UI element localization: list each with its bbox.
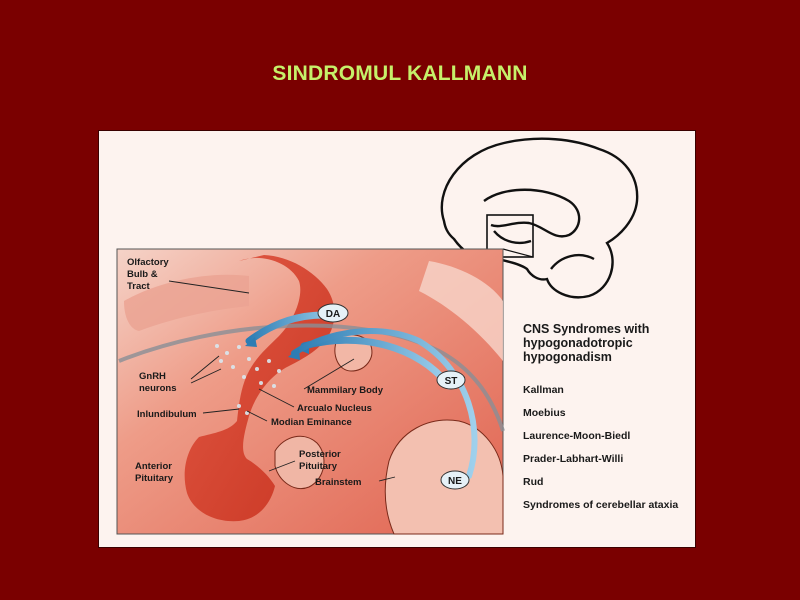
label-posterior-1: Posterior bbox=[299, 449, 341, 460]
syndrome-item: Prader-Labhart-Willi bbox=[523, 453, 623, 465]
svg-text:DA: DA bbox=[326, 309, 340, 320]
label-anterior-2: Pituitary bbox=[135, 473, 174, 484]
label-arcualo-nucleus: Arcualo Nucleus bbox=[297, 403, 372, 414]
syndrome-item: Kallman bbox=[523, 384, 564, 396]
syndromes-heading-3: hypogonadism bbox=[523, 350, 612, 364]
syndrome-item: Laurence-Moon-Biedl bbox=[523, 430, 630, 442]
label-gnrh-2: neurons bbox=[139, 383, 176, 394]
svg-text:NE: NE bbox=[448, 476, 462, 487]
label-olfactory-2: Bulb & bbox=[127, 269, 158, 280]
syndrome-item: Rud bbox=[523, 476, 543, 488]
label-anterior-1: Anterior bbox=[135, 461, 172, 472]
hypothalamus-diagram: DA ST NE Olfactory Bulb & Tract GnRH neu… bbox=[98, 130, 696, 548]
label-modian-eminance: Modian Eminance bbox=[271, 417, 352, 428]
label-posterior-2: Pituitary bbox=[299, 461, 338, 472]
syndromes-heading-2: hypogonadotropic bbox=[523, 336, 633, 350]
badge-da: DA bbox=[317, 303, 349, 323]
label-inlundibulum: Inlundibulum bbox=[137, 409, 197, 420]
syndromes-heading-1: CNS Syndromes with bbox=[523, 322, 649, 336]
label-mammilary-body: Mammilary Body bbox=[307, 385, 384, 396]
zoom-box bbox=[486, 214, 534, 258]
label-gnrh-1: GnRH bbox=[139, 371, 166, 382]
badge-st: ST bbox=[436, 370, 466, 390]
label-olfactory-3: Tract bbox=[127, 281, 151, 292]
hypothalamus-detail-panel: DA ST NE Olfactory Bulb & Tract GnRH neu… bbox=[116, 248, 505, 535]
slide-title: SINDROMUL KALLMANN bbox=[272, 62, 528, 85]
syndrome-item: Syndromes of cerebellar ataxia bbox=[523, 499, 678, 511]
badge-ne: NE bbox=[440, 470, 470, 490]
label-olfactory-1: Olfactory bbox=[127, 257, 169, 268]
syndromes-list: CNS Syndromes with hypogonadotropic hypo… bbox=[523, 322, 678, 511]
label-brainstem: Brainstem bbox=[315, 477, 361, 488]
syndrome-item: Moebius bbox=[523, 407, 566, 419]
svg-text:ST: ST bbox=[445, 376, 458, 387]
